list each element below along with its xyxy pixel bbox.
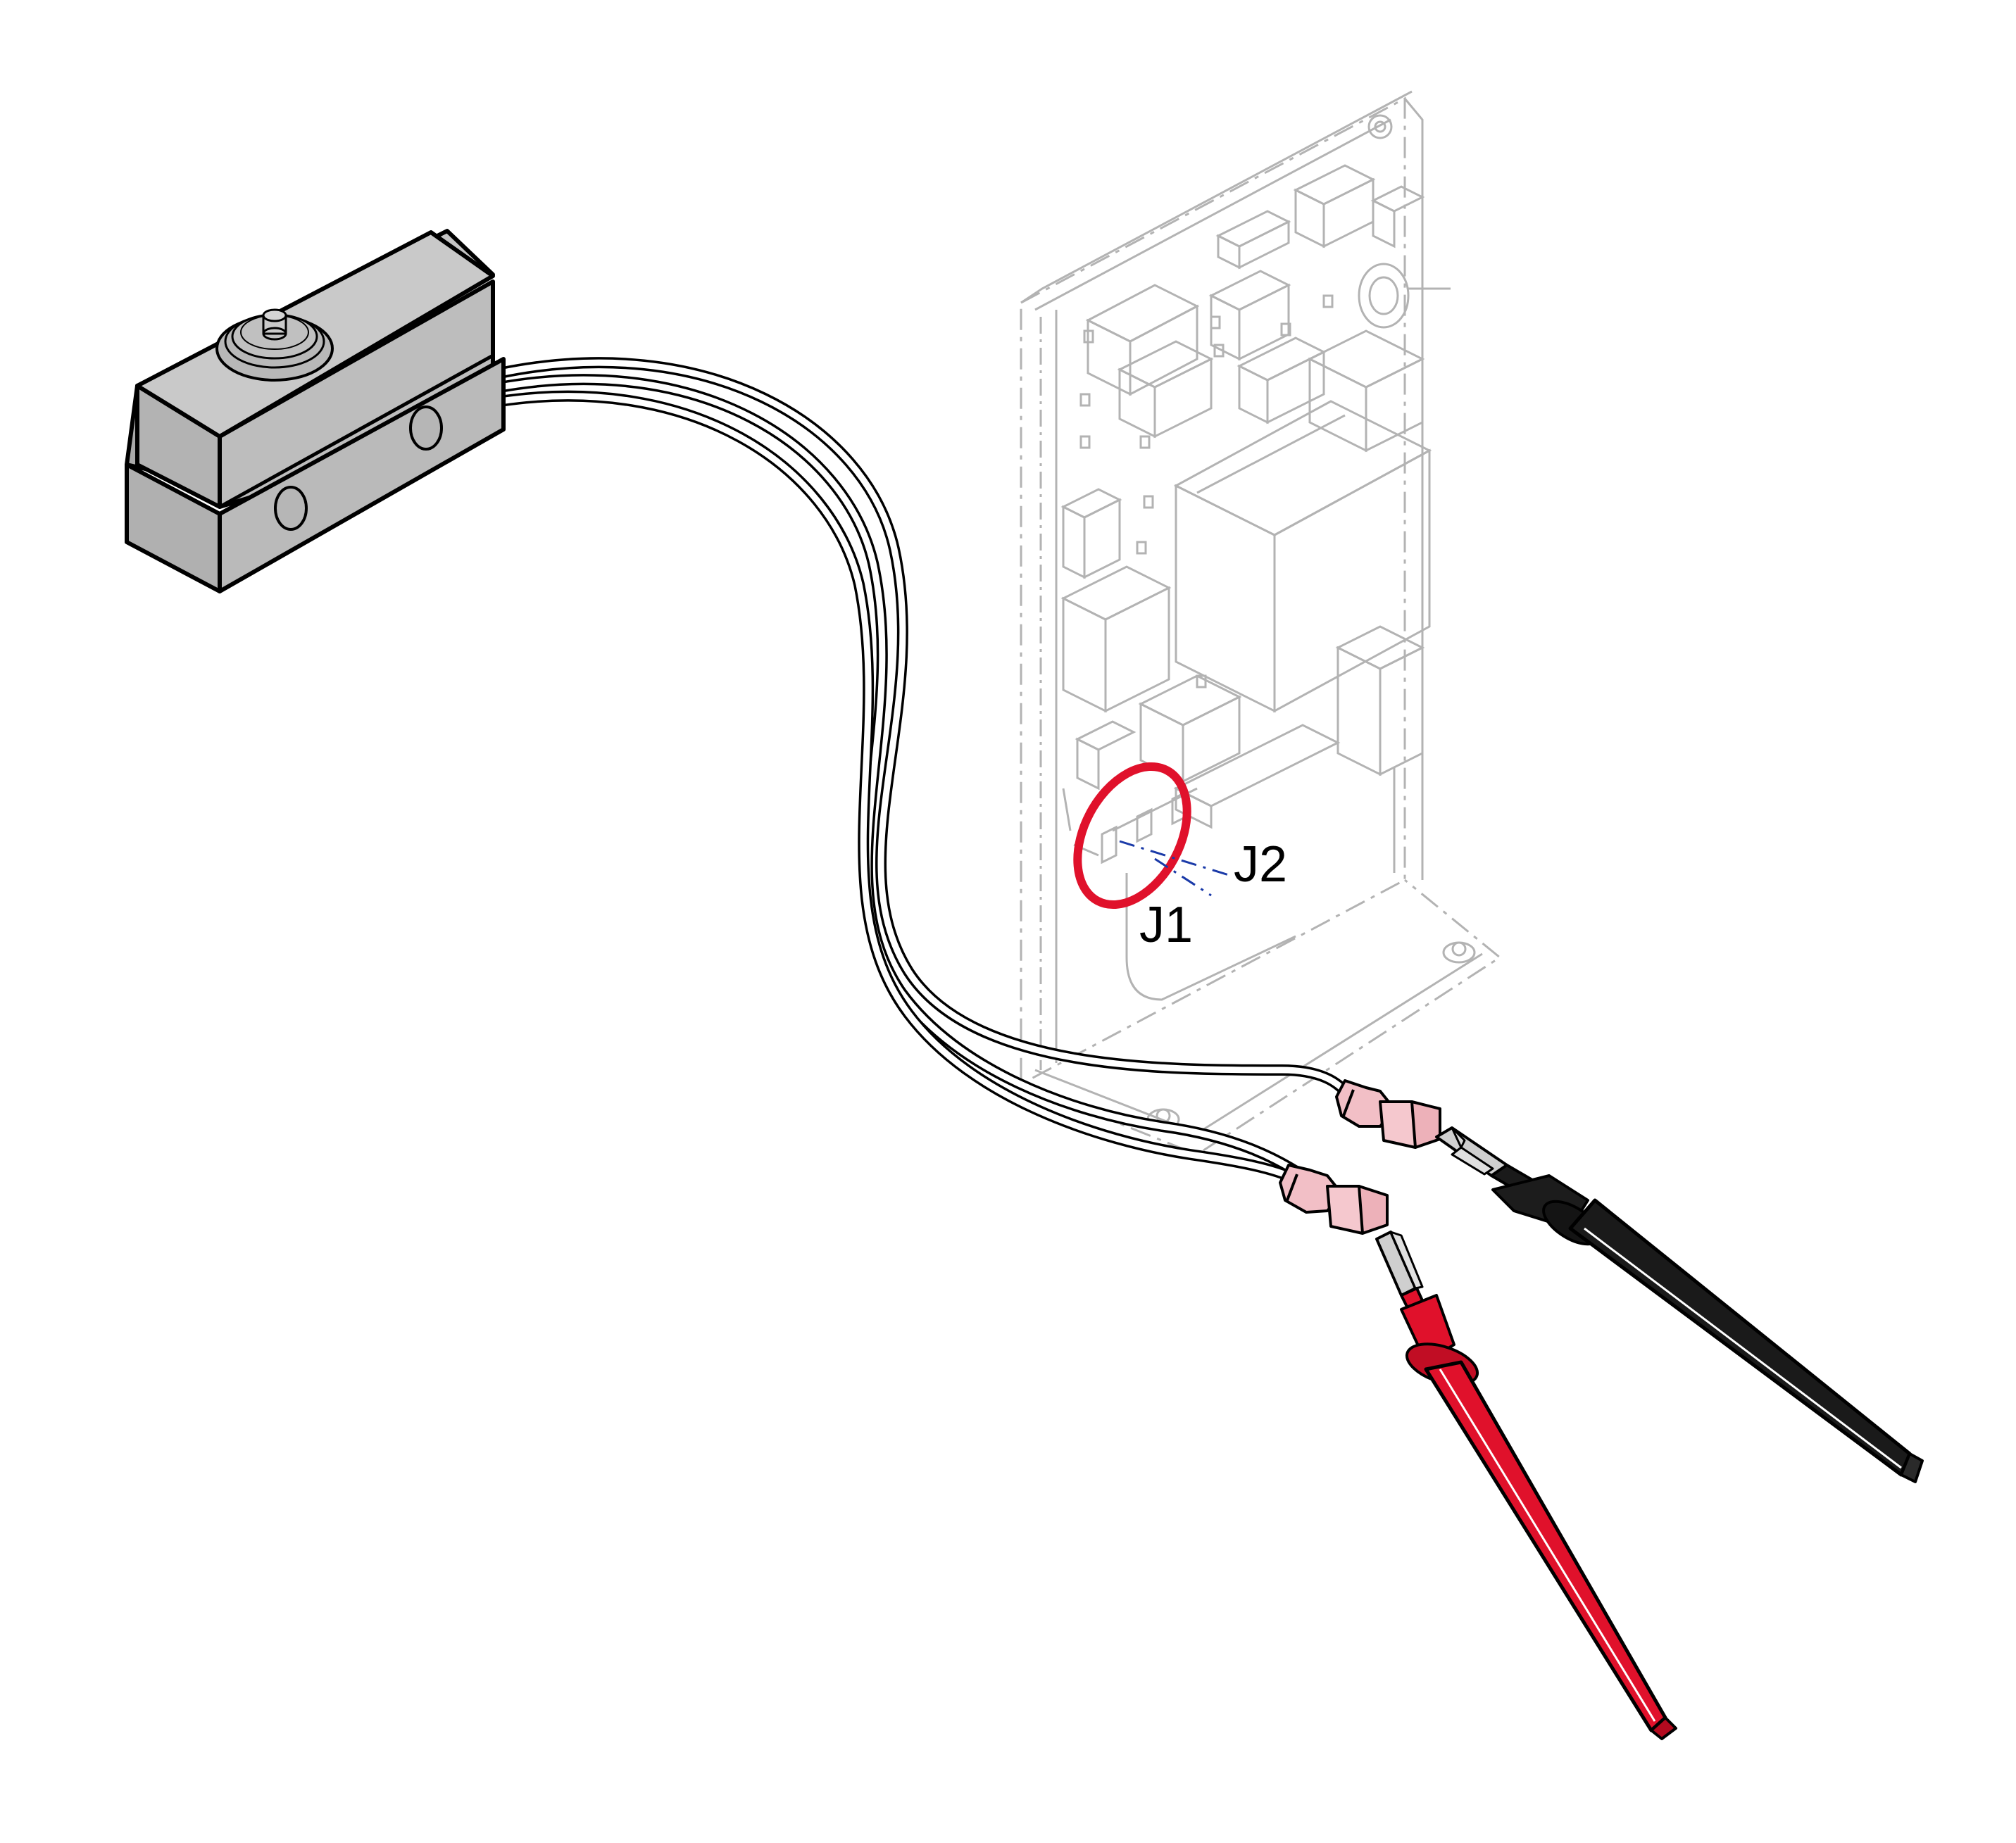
callout-j2 [1119, 840, 1229, 876]
control-board [1020, 90, 1502, 1156]
callout-j1 [1154, 857, 1212, 897]
plunger-button [215, 308, 334, 382]
microswitch [125, 229, 506, 593]
wire-to-black-terminal [494, 357, 1351, 1097]
label-j2: J2 [1234, 836, 1287, 893]
spade-terminal-black [1335, 1079, 1441, 1149]
label-j1: J1 [1139, 897, 1193, 953]
wire-harness [494, 357, 1351, 1185]
connector-highlight: J2 J1 [1073, 762, 1287, 953]
black-test-probe [1435, 1126, 1924, 1483]
spade-terminal-red [1279, 1164, 1389, 1235]
red-test-probe [1375, 1231, 1677, 1740]
